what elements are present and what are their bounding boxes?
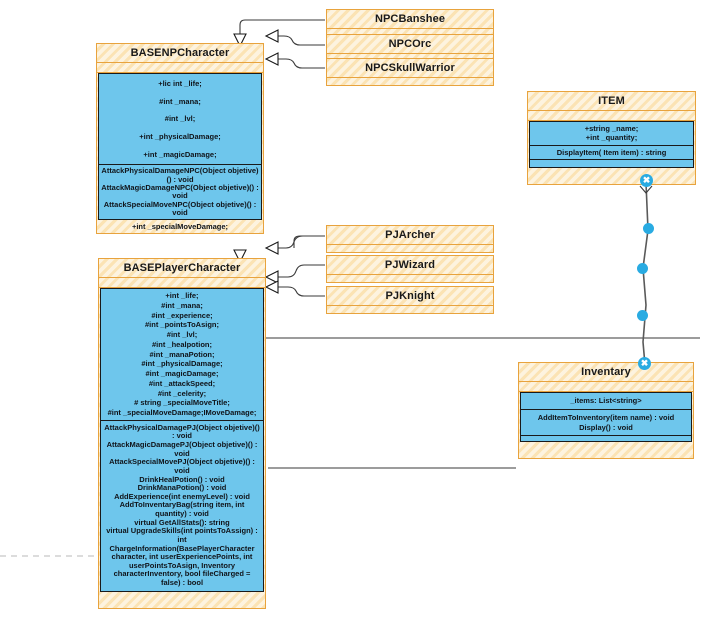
method-row: AddItemToInventory(item name) : void xyxy=(537,413,675,423)
method-row: AddToInventaryBag(string item, int quant… xyxy=(119,500,245,518)
method-row: AttackSpecialMovePJ(Object objetive)() :… xyxy=(109,457,255,475)
class-title-pjwizard: PJWizard xyxy=(327,256,493,275)
class-box-npcbanshee[interactable]: NPCBanshee xyxy=(326,9,494,37)
class-box-inventary[interactable]: Inventary _items: List<string> AddItemTo… xyxy=(518,362,694,459)
attribute-row: +int _magicDamage; xyxy=(143,149,217,159)
method-row: AttackPhysicalDamageNPC(Object objetive)… xyxy=(101,166,259,184)
connector-waypoint-handle-2[interactable] xyxy=(637,263,648,274)
class-box-npcskullwarrior[interactable]: NPCSkullWarrior xyxy=(326,58,494,86)
class-title-pjarcher: PJArcher xyxy=(327,226,493,245)
class-band-pjknight xyxy=(327,306,493,313)
class-footer-basenpcharacter: +int _specialMoveDamage; xyxy=(131,222,229,232)
class-attributes-inventary: _items: List<string> xyxy=(520,392,692,411)
class-title-inventary: Inventary xyxy=(519,363,693,382)
attribute-row: +int _physicalDamage; xyxy=(139,131,221,141)
method-row: AttackPhysicalDamagePJ(Object objetive)(… xyxy=(104,422,260,441)
class-attributes-baseplayercharacter: +int _life; #int _mana; #int _experience… xyxy=(100,288,264,421)
class-footer-item xyxy=(528,168,695,184)
method-row: DrinkManaPotion() : void xyxy=(137,483,227,493)
connector-waypoint-handle-3[interactable] xyxy=(637,310,648,321)
attribute-row: #int _experience; xyxy=(151,310,213,320)
selected-association-item-inventary xyxy=(642,182,649,366)
class-attributes-item: +string _name; +int _quantity; xyxy=(529,121,694,146)
inheritance-arrow-pjwizard xyxy=(264,270,279,284)
attribute-row: #int _lvl; xyxy=(166,330,198,339)
class-methods-item-empty xyxy=(529,160,694,169)
inheritance-arrow-pjknight xyxy=(264,280,279,294)
class-footer-inventary xyxy=(519,442,693,458)
method-row: AttackSpecialMoveNPC(Object objetive)() … xyxy=(103,199,257,218)
inheritance-line-npcskullwarrior xyxy=(278,58,325,69)
class-box-pjarcher[interactable]: PJArcher xyxy=(326,225,494,253)
attribute-row: #int _mana; xyxy=(161,300,203,310)
attribute-row: #int _specialMoveDamage;IMoveDamage; xyxy=(107,408,257,417)
class-methods-inventary: AddItemToInventory(item name) : void Dis… xyxy=(520,410,692,436)
inheritance-arrow-npcskullwarrior xyxy=(264,52,279,66)
inheritance-arrow-npcorc xyxy=(264,29,279,43)
class-methods-item: DisplayItem( Item item) : string xyxy=(529,145,694,161)
class-attributes-basenpcharacter: +lic int _life; #int _mana; #int _lvl; +… xyxy=(98,73,262,166)
class-title-npcskullwarrior: NPCSkullWarrior xyxy=(327,59,493,78)
selected-association-arrowhead xyxy=(639,185,653,194)
inheritance-line-npcbanshee xyxy=(239,19,325,36)
attribute-row: #int _mana; xyxy=(159,96,201,106)
method-row: AttackMagicDamageNPC(Object objetive)() … xyxy=(101,182,259,201)
attribute-row: +int _life; xyxy=(165,291,199,300)
method-row: DrinkHealPotion() : void xyxy=(139,474,225,484)
class-title-npcbanshee: NPCBanshee xyxy=(327,10,493,29)
method-row: Display() : void xyxy=(579,422,633,432)
method-row: virtual GetAllStats(): string xyxy=(134,517,230,527)
attribute-row: +string _name; xyxy=(584,124,639,133)
class-methods-baseplayercharacter: AttackPhysicalDamagePJ(Object objetive)(… xyxy=(100,420,264,592)
attribute-row: +int _quantity; xyxy=(585,133,638,143)
inheritance-line-npcorc xyxy=(278,35,325,46)
attribute-row: #int _lvl; xyxy=(164,114,196,124)
inheritance-line-pjarcher xyxy=(278,235,325,249)
class-band-npcskullwarrior xyxy=(327,78,493,85)
class-methods-inventary-empty xyxy=(520,435,692,442)
connector-waypoint-handle-1[interactable] xyxy=(643,223,654,234)
attribute-row: # string _specialMoveTitle; xyxy=(134,398,230,408)
class-box-pjwizard[interactable]: PJWizard xyxy=(326,255,494,283)
method-row: DisplayItem( Item item) : string xyxy=(556,147,667,157)
class-title-npcorc: NPCOrc xyxy=(327,35,493,54)
method-row: AttackMagicDamagePJ(Object objetive)() :… xyxy=(106,440,258,458)
class-title-item: ITEM xyxy=(528,92,695,111)
inheritance-line-pjknight xyxy=(278,286,325,297)
inheritance-arrow-pjarcher xyxy=(264,241,279,255)
attribute-row: #int _manaPotion; xyxy=(149,349,215,359)
attribute-row: #int _attackSpeed; xyxy=(148,378,216,388)
connector-endpoint-handle-bottom[interactable]: ✖ xyxy=(638,357,651,370)
class-band-pjarcher xyxy=(327,245,493,252)
method-row: AddExperience(int enemyLevel) : void xyxy=(114,491,250,501)
attribute-row: #int _celerity; xyxy=(157,388,207,398)
class-band-pjwizard xyxy=(327,275,493,282)
class-spacer-baseplayercharacter xyxy=(99,278,265,288)
class-title-baseplayercharacter: BASEPlayerCharacter xyxy=(99,259,265,278)
inheritance-line-pjarcher-top xyxy=(293,235,325,248)
attribute-row: +lic int _life; xyxy=(158,79,202,88)
class-spacer-basenpcharacter xyxy=(97,63,263,73)
class-methods-basenpcharacter: AttackPhysicalDamageNPC(Object objetive)… xyxy=(98,165,262,221)
class-spacer-item xyxy=(528,111,695,121)
attribute-row: #int _healpotion; xyxy=(152,339,212,349)
attribute-row: #int _magicDamage; xyxy=(145,369,219,378)
class-box-baseplayercharacter[interactable]: BASEPlayerCharacter +int _life; #int _ma… xyxy=(98,258,266,609)
class-box-item[interactable]: ITEM +string _name; +int _quantity; Disp… xyxy=(527,91,696,186)
class-footer-baseplayercharacter xyxy=(99,592,265,608)
method-row: ChargeInformation(BasePlayerCharacter ch… xyxy=(109,543,255,587)
inheritance-line-pjwizard xyxy=(278,264,325,278)
class-box-pjknight[interactable]: PJKnight xyxy=(326,286,494,314)
class-title-pjknight: PJKnight xyxy=(327,287,493,306)
attribute-row: #int _pointsToAsign; xyxy=(144,320,220,330)
class-spacer-inventary xyxy=(519,382,693,392)
attribute-row: _items: List<string> xyxy=(570,396,642,405)
class-title-basenpcharacter: BASENPCharacter xyxy=(97,44,263,63)
class-box-basenpcharacter[interactable]: BASENPCharacter +lic int _life; #int _ma… xyxy=(96,43,264,235)
attribute-row: #int _physicalDamage; xyxy=(141,359,223,369)
method-row: virtual UpgradeSkills(int pointsToAssign… xyxy=(106,526,258,544)
connector-endpoint-handle-top[interactable]: ✖ xyxy=(640,174,653,187)
